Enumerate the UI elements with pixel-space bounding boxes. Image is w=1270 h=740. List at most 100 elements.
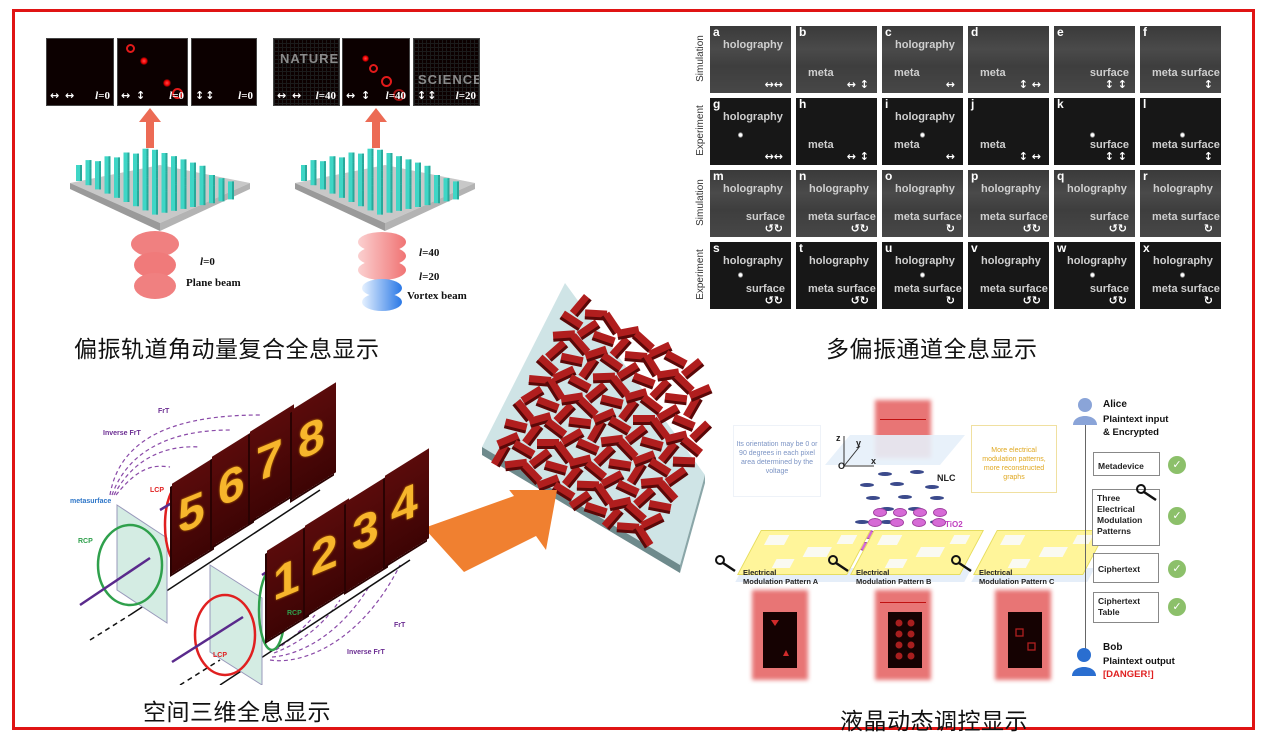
polarization-symbol: ↕ ↔	[1018, 150, 1041, 163]
tio2-particle	[893, 508, 907, 517]
tile-word-bottom: surface	[1089, 283, 1129, 295]
nlc-label: NLC	[937, 473, 956, 483]
lcp-label: LCP	[213, 652, 227, 659]
axis-origin: O	[838, 461, 846, 471]
tile-word-bottom: meta surface	[1152, 283, 1220, 295]
tile-letter: e	[1057, 26, 1064, 39]
tile-word-top: holography	[723, 111, 783, 123]
card-digit: 7	[256, 429, 283, 494]
polarization-arrows: ↕↕	[417, 89, 438, 102]
polarization-symbol: ↔ ↕	[846, 78, 869, 91]
tile-letter: a	[713, 26, 720, 39]
tile-word-bottom: meta surface	[1152, 139, 1220, 151]
polarization-symbol: ↔	[945, 78, 955, 91]
tile-letter: k	[1057, 98, 1064, 111]
polarization-arrows: ↕↕	[195, 89, 216, 102]
zero-order-spot	[738, 272, 743, 278]
caption-lc-dynamic: 液晶动态调控显示	[840, 709, 1028, 735]
tile-word-bottom: meta surface	[808, 283, 876, 295]
polarization-line	[880, 602, 926, 603]
liquid-crystal-molecule	[890, 482, 904, 486]
tile-letter: c	[885, 26, 892, 39]
polarization-symbol: ↺↻	[1108, 222, 1127, 235]
liquid-crystal-molecule	[855, 520, 869, 524]
zero-order-spot	[738, 132, 743, 138]
polarization-symbol: ↔ ↕	[846, 150, 869, 163]
tile-word-top: holography	[895, 183, 955, 195]
tile-letter: x	[1143, 242, 1150, 255]
polarization-symbol: ↻	[945, 222, 955, 235]
tio2-particle	[933, 508, 947, 517]
vortex-charge-40: l=40	[419, 247, 440, 259]
topological-charge-label: l=40	[385, 90, 406, 102]
frt-label: FrT	[394, 622, 406, 629]
topological-charge-label: l=0	[169, 90, 184, 102]
tile-word-top: holography	[981, 255, 1041, 267]
tile-letter: v	[971, 242, 978, 255]
oam-image-1: ↔ ↔ l=0	[46, 38, 114, 106]
liquid-crystal-molecule	[898, 495, 912, 499]
tile-word-bottom: surface	[1089, 211, 1129, 223]
tile-word-bottom: meta surface	[1152, 211, 1220, 223]
tile-word-top: holography	[1153, 183, 1213, 195]
orientation-note: Its orientation may be 0 or 90 degrees i…	[733, 425, 821, 497]
polarization-symbol: ↕ ↕	[1104, 150, 1127, 163]
inverse-frt-label: Inverse FrT	[347, 649, 385, 656]
tile-word-bottom: meta	[980, 139, 1006, 151]
tile-word-bottom: meta surface	[894, 283, 962, 295]
check-icon: ✓	[1168, 598, 1186, 616]
flow-step-ciphertext: Ciphertext	[1093, 553, 1159, 583]
polarization-symbol: ↕	[1203, 78, 1213, 91]
tile-letter: m	[713, 170, 724, 183]
rcp-label: RCP	[287, 610, 302, 617]
card-digit: 2	[311, 523, 338, 588]
coordinate-axes-icon	[843, 436, 874, 467]
up-arrow-icon	[139, 108, 161, 148]
vortex-charge-20: l=20	[419, 271, 440, 283]
tile-letter: b	[799, 26, 807, 39]
output-image-a	[763, 612, 797, 668]
tile-word-bottom: meta surface	[808, 211, 876, 223]
tile-letter: p	[971, 170, 979, 183]
key-icon	[951, 555, 972, 573]
alice-desc-1: Plaintext input	[1103, 414, 1169, 425]
card-digit: 6	[218, 454, 245, 519]
tile-word-bottom: surface	[745, 211, 785, 223]
tile-word-top: holography	[809, 255, 869, 267]
polarization-symbol: ↺↻	[1022, 294, 1041, 307]
polarization-symbol: ↻	[1203, 294, 1213, 307]
tile-word-top: holography	[981, 183, 1041, 195]
polarization-arrows: ↔ ↔	[277, 89, 303, 102]
tile-word-top: holography	[1153, 255, 1213, 267]
polarization-symbol: ↺↻	[764, 294, 783, 307]
tile-word-top: holography	[895, 111, 955, 123]
liquid-crystal-molecule	[910, 470, 924, 474]
output-image-c	[1008, 612, 1042, 668]
optical-paths	[79, 414, 411, 685]
tio2-particle	[912, 518, 926, 527]
polarization-symbol: ↺↻	[764, 222, 783, 235]
top-substrate	[825, 435, 965, 465]
caption-oam-holography: 偏振轨道角动量复合全息显示	[74, 337, 380, 363]
tile-letter: r	[1143, 170, 1148, 183]
polarization-symbol: ↕ ↕	[1104, 78, 1127, 91]
oam-image-6: SCIENCE ↕↕ l=20	[413, 38, 480, 106]
polarization-symbol: ↺↻	[1108, 294, 1127, 307]
card-digit: 8	[298, 407, 325, 472]
tile-letter: f	[1143, 26, 1147, 39]
plane-beam-icon	[131, 231, 179, 299]
polarization-symbol: ↺↻	[850, 294, 869, 307]
rcp-label: RCP	[78, 538, 93, 545]
oam-image-5: ↔ ↕ l=40	[342, 38, 410, 106]
